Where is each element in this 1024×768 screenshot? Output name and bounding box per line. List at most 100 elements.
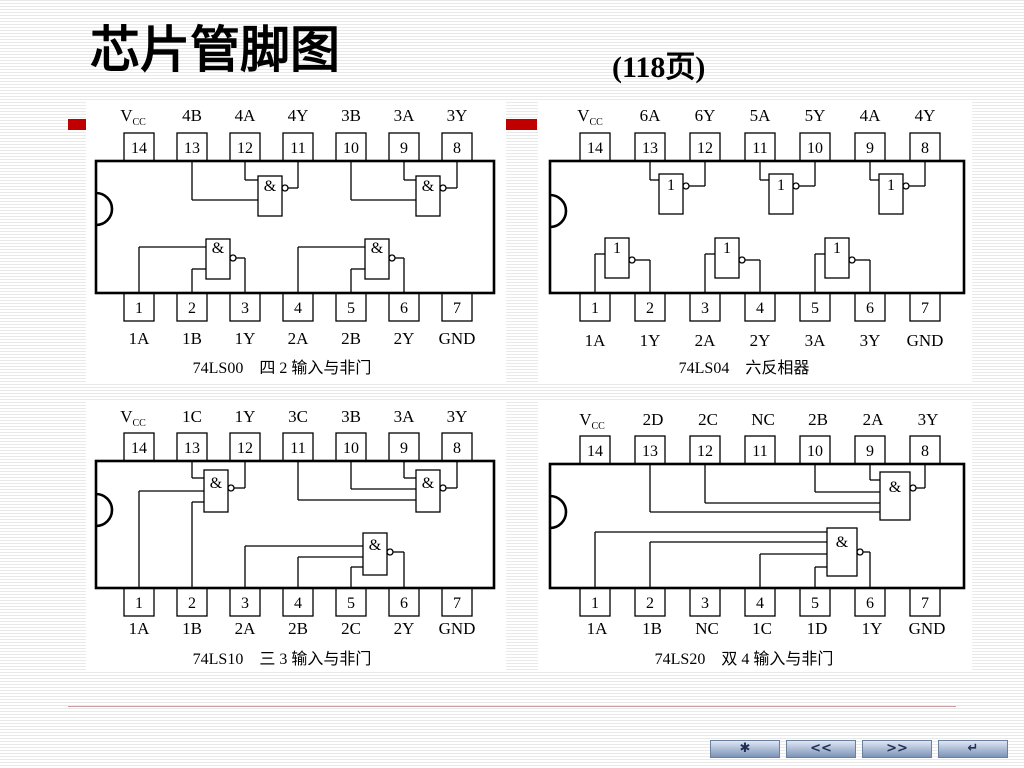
chip-panel-74ls10: & & & 14 13 12 11 10 9 8 1 2 3 4 5 6 7 V… xyxy=(86,402,506,670)
pin-number: 8 xyxy=(921,140,929,157)
pin-number: 2 xyxy=(646,300,654,317)
double-left-icon: << xyxy=(810,741,832,756)
chip-body xyxy=(548,462,966,590)
pin-number: 6 xyxy=(400,595,408,612)
pin-label: 2A xyxy=(235,619,257,638)
gate-symbol: 1 xyxy=(667,177,675,194)
pin-label: 1B xyxy=(182,329,202,348)
pin-number: 14 xyxy=(587,443,603,460)
pin-label: 3A xyxy=(394,106,416,125)
pin-label: 4B xyxy=(182,106,202,125)
nav-prev-button[interactable]: << xyxy=(786,740,856,758)
footer-divider xyxy=(68,706,956,707)
chip-caption: 74LS00 四 2 输入与非门 xyxy=(193,359,372,377)
double-right-icon: >> xyxy=(886,741,908,756)
pin-number: 8 xyxy=(453,440,461,457)
pin-label: 1A xyxy=(585,331,607,350)
gate-symbol: & xyxy=(371,240,384,257)
pin-label: GND xyxy=(907,331,944,350)
nand-gate-2 xyxy=(649,464,926,521)
nand-gate-4 xyxy=(191,161,299,217)
nav-home-button[interactable]: ✱ xyxy=(710,740,780,758)
pin-label: 3B xyxy=(341,106,361,125)
chip-caption: 74LS20 双 4 输入与非门 xyxy=(655,650,834,668)
pin-number: 4 xyxy=(756,300,764,317)
gate-symbol: & xyxy=(422,475,435,492)
pin-number: 12 xyxy=(237,440,253,457)
chip-diagram-74ls00: & & & & 14 13 12 11 10 9 8 1 2 3 4 5 6 7… xyxy=(94,106,496,377)
pin-number: 11 xyxy=(752,140,767,157)
pin-label: 2B xyxy=(808,410,828,429)
pin-label: GND xyxy=(439,619,476,638)
pin-number: 10 xyxy=(343,140,359,157)
chip-caption: 74LS04 六反相器 xyxy=(679,359,810,377)
chip-diagram-74ls04: 1 1 1 1 1 1 14 13 12 11 10 9 8 1 2 3 4 5… xyxy=(548,106,966,377)
pin-number: 10 xyxy=(807,140,823,157)
pin-number: 5 xyxy=(811,300,819,317)
pin-label: 6Y xyxy=(695,106,716,125)
pin-label: 1C xyxy=(752,619,772,638)
pin-label: 2C xyxy=(698,410,718,429)
pin-label: 1Y xyxy=(235,329,256,348)
gate-symbol: 1 xyxy=(887,177,895,194)
nand-gate-1 xyxy=(594,527,871,588)
gate-symbol: 1 xyxy=(833,240,841,257)
chip-panel-74ls04: 1 1 1 1 1 1 14 13 12 11 10 9 8 1 2 3 4 5… xyxy=(538,100,972,382)
pin-number: 14 xyxy=(131,140,147,157)
pin-number: 3 xyxy=(241,595,249,612)
pin-label: 1C xyxy=(182,407,202,426)
pin-number: 13 xyxy=(642,140,658,157)
chip-panel-74ls00: & & & & 14 13 12 11 10 9 8 1 2 3 4 5 6 7… xyxy=(86,100,506,382)
pin-label: 2A xyxy=(695,331,717,350)
pin-number: 14 xyxy=(131,440,147,457)
pin-label: 4Y xyxy=(288,106,309,125)
pin-number: 5 xyxy=(347,300,355,317)
pin-label: 4Y xyxy=(915,106,936,125)
pin-label: 2A xyxy=(863,410,885,429)
pin-label: 4A xyxy=(860,106,882,125)
pin-label: 1B xyxy=(642,619,662,638)
pin-number: 13 xyxy=(642,443,658,460)
pin-number: 1 xyxy=(135,300,143,317)
pin-label: 1A xyxy=(129,329,151,348)
pin-number: 10 xyxy=(807,443,823,460)
nav-return-button[interactable]: ↵ xyxy=(938,740,1008,758)
pin-label: GND xyxy=(909,619,946,638)
pin-number: 13 xyxy=(184,140,200,157)
pin-number: 4 xyxy=(294,300,302,317)
left-accent-bar xyxy=(68,119,88,130)
gate-symbol: & xyxy=(212,240,225,257)
pin-number: 5 xyxy=(811,595,819,612)
gate-symbol: & xyxy=(836,534,849,551)
vcc-label: VCC xyxy=(120,407,146,429)
pin-label: 6A xyxy=(640,106,662,125)
gate-symbol: & xyxy=(889,479,902,496)
page-reference: (118页) xyxy=(612,51,706,84)
inverter-3 xyxy=(814,237,871,293)
nand-gate-1 xyxy=(138,238,246,293)
pin-number: 2 xyxy=(188,595,196,612)
pin-label: 1A xyxy=(129,619,151,638)
pin-number: 11 xyxy=(752,443,767,460)
pin-label: 2Y xyxy=(394,329,415,348)
pin-number: 7 xyxy=(921,300,929,317)
inverter-4 xyxy=(869,161,926,215)
nav-next-button[interactable]: >> xyxy=(862,740,932,758)
pin-label: 3C xyxy=(288,407,308,426)
chip-body xyxy=(94,159,496,295)
vcc-label: VCC xyxy=(120,106,146,128)
pin-number: 5 xyxy=(347,595,355,612)
pin-label: NC xyxy=(751,410,775,429)
inverter-6 xyxy=(649,161,706,215)
pin-number: 9 xyxy=(400,140,408,157)
pin-number: 3 xyxy=(701,300,709,317)
inverter-5 xyxy=(759,161,816,215)
pin-number: 7 xyxy=(921,595,929,612)
pin-label: 3Y xyxy=(447,106,468,125)
pin-label: 2C xyxy=(341,619,361,638)
chip-body xyxy=(94,459,496,590)
pin-label: 3Y xyxy=(447,407,468,426)
gate-symbol: & xyxy=(264,178,277,195)
pin-number: 9 xyxy=(400,440,408,457)
gate-symbol: 1 xyxy=(613,240,621,257)
